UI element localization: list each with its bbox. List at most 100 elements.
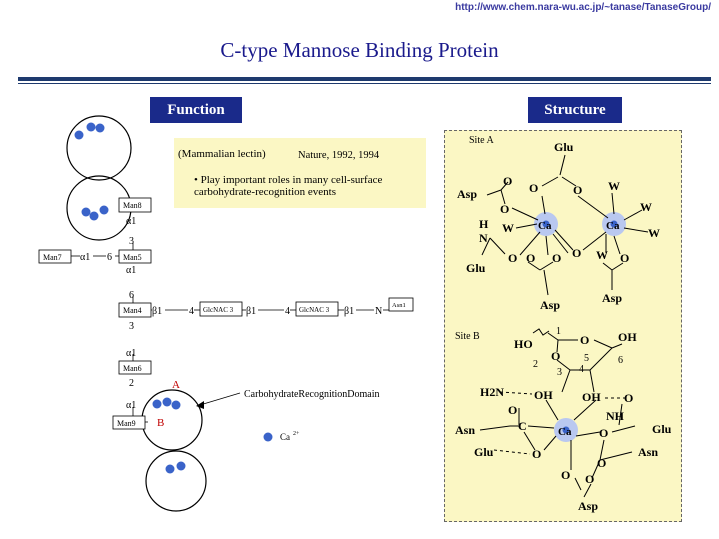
linkage-position: 6 bbox=[129, 290, 134, 301]
site-a-bonds bbox=[481, 154, 649, 296]
asn-label: Asn1 bbox=[392, 302, 406, 309]
man8-box bbox=[118, 197, 152, 213]
ca-dot bbox=[89, 211, 99, 221]
ca-dot bbox=[152, 399, 162, 409]
linkage-lines bbox=[71, 243, 389, 423]
water: W bbox=[648, 226, 660, 240]
ca-ion-a1 bbox=[542, 220, 550, 228]
man9-label: Man9 bbox=[117, 419, 136, 428]
glcnac-box-1 bbox=[199, 301, 243, 317]
site-b-atoms: HO O OH O H2N OH OH O O NH Asn C Ca O Gl… bbox=[455, 330, 672, 513]
ca-legend-charge: 2+ bbox=[293, 431, 300, 437]
lectin-note-box: (Mammalian lectin) Nature, 1992, 1994 • … bbox=[174, 138, 426, 208]
ca-dot bbox=[176, 461, 186, 471]
title-rule-thin bbox=[18, 83, 711, 84]
hydroxyl: HO bbox=[514, 337, 533, 351]
glu-label: Glu bbox=[652, 422, 672, 436]
linkage-n: N bbox=[375, 306, 382, 317]
ring-numbers: 1 2 3 4 5 6 bbox=[533, 326, 623, 378]
ca-dot bbox=[86, 122, 96, 132]
man7-box bbox=[38, 249, 72, 264]
site-a-label: Site A bbox=[469, 135, 495, 146]
linkage-beta: β1 bbox=[344, 306, 354, 317]
sugar-boxes bbox=[38, 197, 414, 430]
asn-label: Asn bbox=[455, 423, 475, 437]
glu-label: Glu bbox=[474, 445, 494, 459]
oxygen: O bbox=[508, 403, 517, 417]
oxygen: O bbox=[599, 426, 608, 440]
oxygen: O bbox=[552, 251, 561, 265]
sugar-labels: Man8 Man7 Man5 Man4 GlcNAC 3 GlcNAC 3 As… bbox=[43, 201, 406, 428]
crd-arrow bbox=[196, 392, 241, 409]
source-url: http://www.chem.nara-wu.ac.jp/~tanase/Ta… bbox=[455, 2, 711, 13]
ring-number: 5 bbox=[584, 353, 589, 364]
calcium-dots bbox=[74, 122, 273, 474]
glu-label: Glu bbox=[554, 140, 574, 154]
linkage-position: 4 bbox=[285, 306, 290, 317]
man5-box bbox=[118, 249, 152, 264]
oxygen: O bbox=[500, 202, 509, 216]
oxygen: O bbox=[551, 349, 560, 363]
site-b-bonds bbox=[479, 328, 636, 498]
domain-circle-1 bbox=[66, 115, 132, 181]
label-a: A bbox=[172, 379, 180, 391]
asn-label: Asn bbox=[638, 445, 658, 459]
water: W bbox=[608, 179, 620, 193]
hydroxyl: OH bbox=[582, 390, 601, 404]
oxygen: O bbox=[532, 447, 541, 461]
linkage-position: 6 bbox=[107, 252, 112, 263]
man6-box bbox=[118, 360, 152, 375]
linkage-alpha: α1 bbox=[126, 400, 136, 411]
hydroxyl: OH bbox=[618, 330, 637, 344]
man7-label: Man7 bbox=[43, 253, 62, 262]
lectin-source: (Mammalian lectin) bbox=[178, 148, 266, 160]
ca-dot bbox=[81, 207, 91, 217]
water: W bbox=[596, 248, 608, 262]
structure-panel bbox=[444, 130, 682, 522]
crd-label: CarbohydrateRecognitionDomain bbox=[244, 389, 380, 400]
linkage-beta: β1 bbox=[246, 306, 256, 317]
asp-label: Asp bbox=[578, 499, 598, 513]
linkage-labels: α1 3 α1 6 α1 6 β1 4 β1 4 β1 N 3 α1 2 α1 bbox=[80, 216, 382, 411]
carbon: C bbox=[518, 419, 527, 433]
oxygen: O bbox=[585, 472, 594, 486]
linkage-alpha: α1 bbox=[126, 216, 136, 227]
glcnac-box-2 bbox=[295, 301, 339, 317]
nature-reference: Nature, 1992, 1994 bbox=[298, 150, 380, 161]
oxygen: O bbox=[624, 391, 633, 405]
nitrogen: N bbox=[479, 231, 488, 245]
oxygen: O bbox=[529, 181, 538, 195]
linkage-beta: β1 bbox=[152, 306, 162, 317]
ca-dot bbox=[162, 397, 172, 407]
oxygen: O bbox=[561, 468, 570, 482]
glcnac-label-1: GlcNAC 3 bbox=[203, 306, 234, 314]
man9-box bbox=[112, 415, 146, 430]
ca-ion-b bbox=[562, 426, 570, 434]
amine: H2N bbox=[480, 385, 504, 399]
linkage-position: 2 bbox=[129, 378, 134, 389]
ring-number: 6 bbox=[618, 355, 623, 366]
site-a-atoms: Glu Asp O O O W W W O H N W Ca Ca O W Gl… bbox=[457, 140, 660, 312]
ca-legend-dot bbox=[263, 432, 273, 442]
hydroxyl: OH bbox=[534, 388, 553, 402]
man6-label: Man6 bbox=[123, 364, 142, 373]
ring-number: 4 bbox=[579, 364, 584, 375]
oxygen: O bbox=[620, 251, 629, 265]
asp-label: Asp bbox=[540, 298, 560, 312]
ca-dot bbox=[95, 123, 105, 133]
site-b-label: Site B bbox=[455, 331, 480, 342]
man5-label: Man5 bbox=[123, 253, 142, 262]
roles-bullet: • Play important roles in many cell-surf… bbox=[194, 174, 383, 198]
oxygen: O bbox=[573, 183, 582, 197]
ring-number: 1 bbox=[556, 326, 561, 337]
glu-label: Glu bbox=[466, 261, 486, 275]
ca-dot bbox=[171, 400, 181, 410]
ca-a2-label: Ca bbox=[606, 220, 620, 232]
oxygen: O bbox=[572, 246, 581, 260]
ring-oxygen: O bbox=[580, 333, 589, 347]
linkage-alpha: α1 bbox=[126, 265, 136, 276]
ca-b-label: Ca bbox=[558, 426, 572, 438]
ca-a1-label: Ca bbox=[538, 220, 552, 232]
asp-label: Asp bbox=[457, 187, 477, 201]
